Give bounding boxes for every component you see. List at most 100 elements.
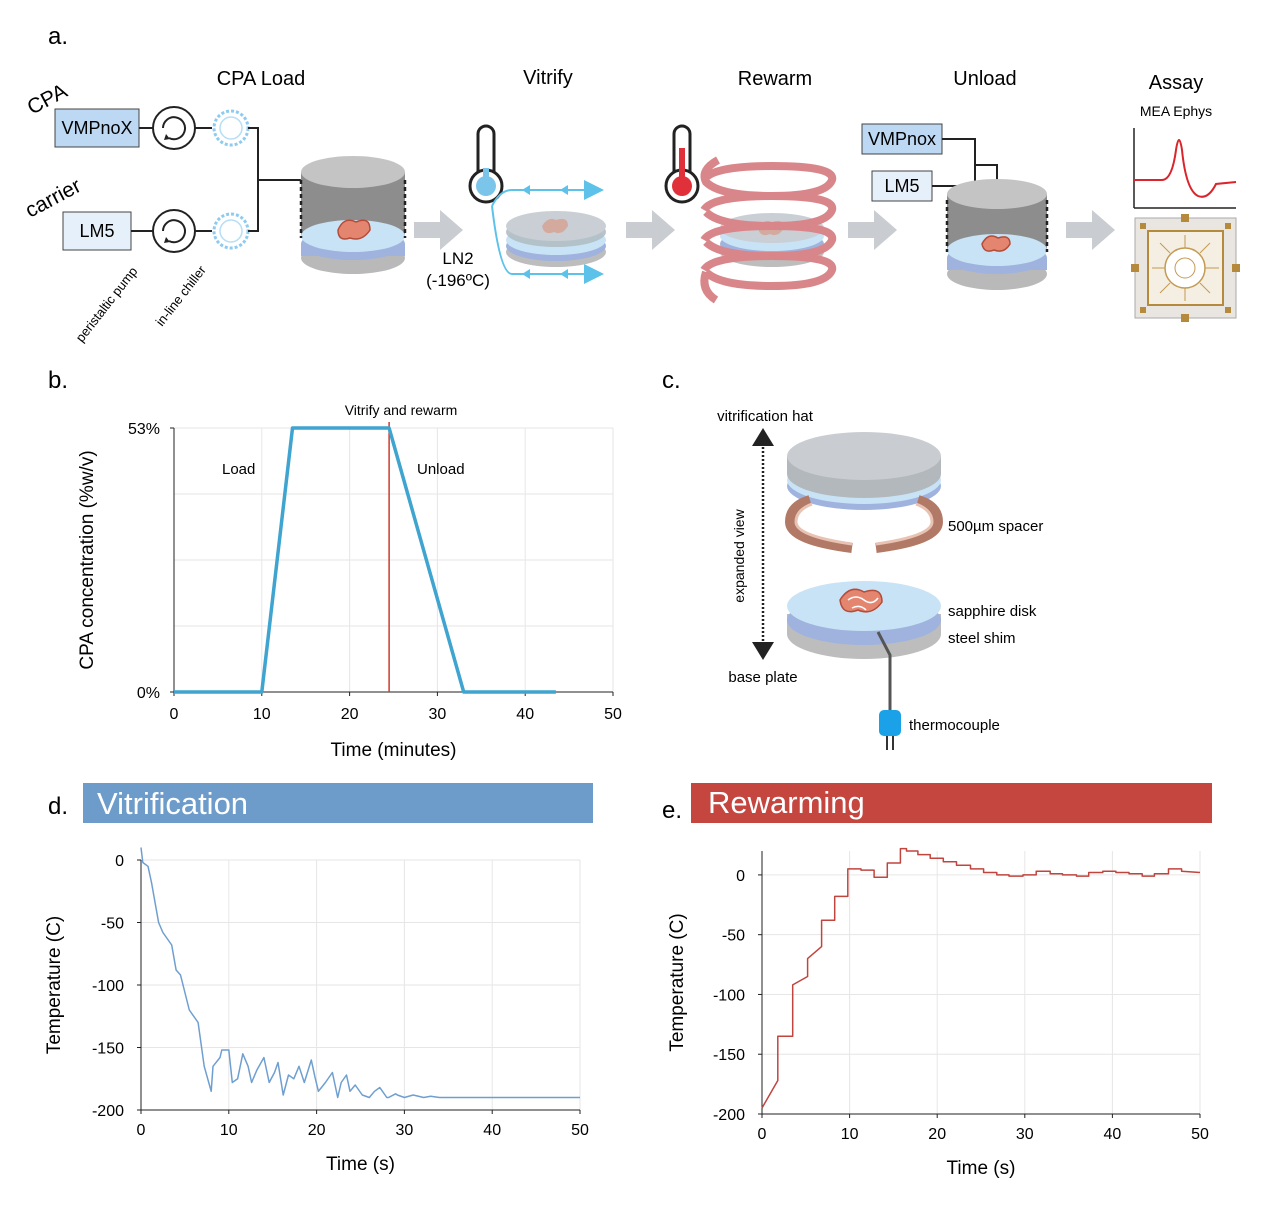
vitrify-disk-stack-icon	[506, 211, 606, 267]
vitrification-banner	[83, 783, 593, 823]
y-tick-label: 0	[736, 868, 745, 885]
y-tick-label: 0%	[137, 685, 160, 702]
pump-label: peristaltic pump	[73, 264, 141, 345]
y-tick-label: -150	[713, 1047, 745, 1064]
series-line	[761, 847, 1201, 1109]
loading-chamber-icon	[299, 156, 407, 274]
x-tick-label: 20	[928, 1126, 946, 1143]
x-tick-label: 40	[483, 1122, 501, 1139]
sapphire-disk-stack-icon	[787, 581, 941, 659]
expanded-view-label: expanded view	[731, 508, 747, 602]
base-plate-label: base plate	[728, 669, 797, 686]
panel-label-c: c.	[662, 367, 681, 394]
series-line	[174, 426, 556, 694]
thermocouple-icon	[876, 631, 901, 750]
warm-thermometer-icon	[664, 124, 700, 204]
rewarm-coil-icon	[700, 156, 837, 304]
y-tick-label: -200	[713, 1107, 745, 1124]
panel-c: c. vitrification hat expanded view base …	[662, 367, 1043, 750]
y-tick-label: -100	[713, 987, 745, 1004]
vmpnox-box-label: VMPnoX	[61, 118, 132, 138]
x-axis-title: Time (s)	[947, 1158, 1016, 1179]
chart-b: 0 10 20 30 40 50 0% 53% Time (minutes) CPA concen…	[77, 421, 622, 761]
peristaltic-pump-icon	[131, 209, 212, 253]
x-tick-label: 40	[516, 706, 534, 723]
x-tick-label: 50	[1191, 1126, 1209, 1143]
unload-vmpnox-label: VMPnox	[868, 129, 936, 149]
shim-label: steel shim	[948, 630, 1016, 647]
inline-chiller-icon	[212, 212, 250, 250]
unload-annotation: Unload	[417, 461, 465, 478]
stage-title-rewarm: Rewarm	[738, 68, 812, 90]
assay-subtitle: MEA Ephys	[1140, 103, 1212, 119]
process-arrow-icon	[414, 210, 463, 250]
chiller-label: in-line chiller	[153, 262, 210, 329]
panel-b: b. 0 10 20 30 40 50 0% 53% Time (minutes) CPA con…	[48, 367, 622, 761]
x-tick-label: 30	[396, 1122, 414, 1139]
ln2-label: LN2	[442, 249, 473, 268]
spacer-label: 500µm spacer	[948, 518, 1043, 535]
sapphire-label: sapphire disk	[948, 603, 1037, 620]
panel-a: a. CPA Load Vitrify Rewarm Unload Assay …	[22, 23, 1240, 345]
y-tick-label: -100	[92, 978, 124, 995]
x-tick-label: 50	[604, 706, 622, 723]
y-tick-label: -50	[722, 928, 745, 945]
x-tick-label: 10	[841, 1126, 859, 1143]
y-axis-title: CPA concentration (%w/v)	[77, 450, 98, 669]
x-tick-label: 30	[1016, 1126, 1034, 1143]
vmpnox-box	[54, 108, 140, 148]
y-tick-label: -200	[92, 1103, 124, 1120]
peristaltic-pump-icon	[139, 106, 212, 150]
process-arrow-icon	[626, 210, 675, 250]
x-tick-label: 30	[429, 706, 447, 723]
x-tick-label: 10	[253, 706, 271, 723]
y-tick-label: -50	[101, 916, 124, 933]
unloading-chamber-icon	[945, 179, 1049, 290]
expanded-view-arrow-icon	[752, 428, 774, 660]
load-annotation: Load	[222, 461, 255, 478]
y-axis-title: Temperature (C)	[44, 916, 65, 1054]
series-line	[140, 847, 580, 1099]
y-tick-label: -150	[92, 1041, 124, 1058]
y-tick-label: 0	[115, 853, 124, 870]
vitrification-banner-text: Vitrification	[97, 786, 248, 821]
x-axis-title: Time (s)	[326, 1154, 395, 1175]
ln2-temperature-label: (-196ºC)	[426, 271, 490, 290]
x-tick-label: 0	[170, 706, 179, 723]
process-arrow-icon	[848, 210, 897, 250]
x-tick-label: 20	[341, 706, 359, 723]
hat-label: vitrification hat	[717, 408, 814, 425]
spacer-ring-icon	[784, 495, 944, 553]
rewarming-banner-text: Rewarming	[708, 785, 865, 820]
stage-title-unload: Unload	[953, 68, 1016, 90]
y-axis-title: Temperature (C)	[667, 913, 688, 1051]
vitrification-hat-icon	[787, 432, 941, 510]
mea-chip-icon	[1131, 214, 1240, 322]
panel-label-d: d.	[48, 793, 68, 820]
panel-d: d. Vitrification 0 10 20 30 40 50 0 -50 -100 -150…	[44, 783, 593, 1175]
x-tick-label: 0	[758, 1126, 767, 1143]
rewarming-banner	[691, 783, 1212, 823]
x-tick-label: 50	[571, 1122, 589, 1139]
vitrify-rewarm-annotation: Vitrify and rewarm	[345, 402, 458, 418]
unload-lm5-label: LM5	[884, 176, 919, 196]
panel-label-a: a.	[48, 23, 68, 50]
ephys-trace-icon	[1133, 128, 1237, 209]
lm5-box-label: LM5	[79, 221, 114, 241]
x-tick-label: 20	[308, 1122, 326, 1139]
x-tick-label: 10	[220, 1122, 238, 1139]
x-axis-title: Time (minutes)	[331, 740, 457, 761]
x-tick-label: 40	[1104, 1126, 1122, 1143]
y-tick-label: 53%	[128, 421, 160, 438]
process-arrow-icon	[1066, 210, 1115, 250]
inline-chiller-icon	[212, 109, 250, 147]
x-tick-label: 0	[137, 1122, 146, 1139]
panel-label-b: b.	[48, 367, 68, 394]
stage-title-vitrify: Vitrify	[523, 67, 573, 89]
ln2-flow-arrows	[491, 180, 604, 284]
stage-title-assay: Assay	[1149, 72, 1203, 94]
